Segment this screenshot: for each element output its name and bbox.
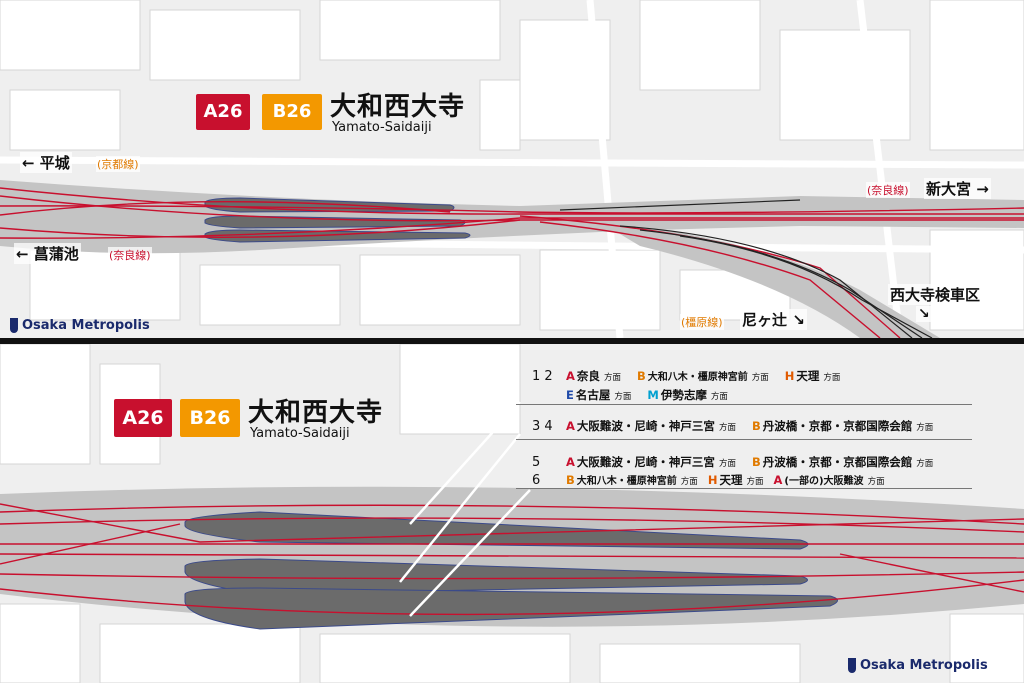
brand-text: Osaka Metropolis [860, 658, 988, 673]
direction-suffix: 方面 [614, 392, 632, 402]
line-code-H: H [784, 369, 795, 383]
line-code-a-badge-bottom: A26 [114, 399, 172, 437]
panel-divider [0, 338, 1024, 344]
line-code-B: B [751, 419, 761, 433]
direction-suffix: 方面 [718, 459, 736, 469]
destination: 大阪難波・尼崎・神戸三宮 [576, 419, 715, 433]
line-code-A: A [566, 419, 575, 433]
direction-suffix: 方面 [823, 373, 841, 383]
line-code-A: A [566, 455, 575, 469]
line-code-B: B [566, 473, 575, 487]
line-code-A: A [566, 369, 575, 383]
direction-suffix: 方面 [718, 423, 736, 433]
top-map-graphic [0, 0, 1024, 338]
brand-mark-icon [10, 318, 18, 333]
line-tag-nara-east: (奈良線) [866, 182, 910, 198]
bottom-buildings [0, 344, 1024, 683]
line-code-b-badge-bottom: B26 [180, 399, 240, 437]
direction-suffix: 方面 [751, 373, 769, 383]
direction-heijo: ← 平城 [20, 152, 72, 173]
station-name-jp-bottom: 大和西大寺 [248, 398, 384, 428]
line-code-H: H [707, 473, 718, 487]
line-tag-kashihara: (橿原線) [680, 314, 724, 330]
building-blocks [0, 0, 1024, 331]
line-tag-nara-west: (奈良線) [108, 247, 152, 263]
direction-suffix: 方面 [916, 423, 934, 433]
brand-logo-bottom: Osaka Metropolis [848, 658, 988, 673]
direction-suffix: 方面 [867, 477, 885, 487]
line-code-a-badge: A26 [196, 94, 250, 130]
line-code-E: E [566, 388, 574, 402]
line-code-B: B [751, 455, 761, 469]
direction-amagatsuji: 尼ヶ辻 ↘ [740, 309, 807, 330]
brand-text: Osaka Metropolis [22, 318, 150, 333]
station-name-en-bottom: Yamato-Saidaiji [250, 426, 350, 441]
bottom-red-tracks [0, 503, 1024, 616]
line-code-b-badge: B26 [262, 94, 322, 130]
destination: 天理 [796, 369, 820, 383]
depot-arrow: ↘ [916, 306, 932, 322]
direction-suffix: 方面 [746, 477, 764, 487]
destination: 大阪難波・尼崎・神戸三宮 [576, 455, 715, 469]
bottom-map-graphic [0, 344, 1024, 683]
direction-ayameike: ← 菖蒲池 [14, 243, 81, 264]
branch-track-bed [600, 222, 940, 338]
brand-logo-top: Osaka Metropolis [10, 318, 150, 333]
destination: 大和八木・橿原神宮前 [576, 476, 677, 487]
bottom-platform-map: A26 B26 大和西大寺 Yamato-Saidaiji Osaka Metr… [0, 344, 1024, 683]
destination: 丹波橋・京都・京都国際会館 [762, 419, 913, 433]
callout-lines [399, 401, 531, 617]
destination: 大和八木・橿原神宮前 [647, 372, 748, 383]
destination: 天理 [719, 473, 743, 487]
line-tag-kyoto: (京都線) [96, 156, 140, 172]
separator [516, 404, 972, 405]
depot-label: 西大寺検車区 [888, 284, 983, 305]
direction-suffix: 方面 [710, 392, 728, 402]
separator [516, 439, 972, 440]
top-overview-map: A26 B26 大和西大寺 Yamato-Saidaiji ← 平城 (京都線)… [0, 0, 1024, 338]
brand-mark-icon [848, 658, 856, 673]
direction-suffix: 方面 [916, 459, 934, 469]
destination: 名古屋 [575, 388, 611, 402]
direction-suffix: 方面 [680, 477, 698, 487]
destination: 丹波橋・京都・京都国際会館 [762, 455, 913, 469]
bottom-platforms [184, 511, 838, 630]
line-code-A: A [773, 473, 783, 487]
platform-number: 1 2 [532, 369, 553, 384]
line-code-B: B [636, 369, 646, 383]
destination: 奈良 [576, 369, 600, 383]
platform-number: 5 [532, 455, 541, 470]
platform-number: 6 [532, 473, 541, 488]
direction-shin-omiya: 新大宮 → [924, 178, 991, 199]
station-name-en: Yamato-Saidaiji [332, 120, 432, 135]
separator [516, 488, 972, 489]
direction-suffix: 方面 [603, 373, 621, 383]
destination: 伊勢志摩 [660, 388, 707, 402]
line-code-M: M [647, 388, 659, 402]
destination: (一部の)大阪難波 [784, 476, 864, 487]
platform-number: 3 4 [532, 419, 553, 434]
station-name-jp: 大和西大寺 [330, 92, 466, 122]
depot-tracks [559, 199, 933, 338]
